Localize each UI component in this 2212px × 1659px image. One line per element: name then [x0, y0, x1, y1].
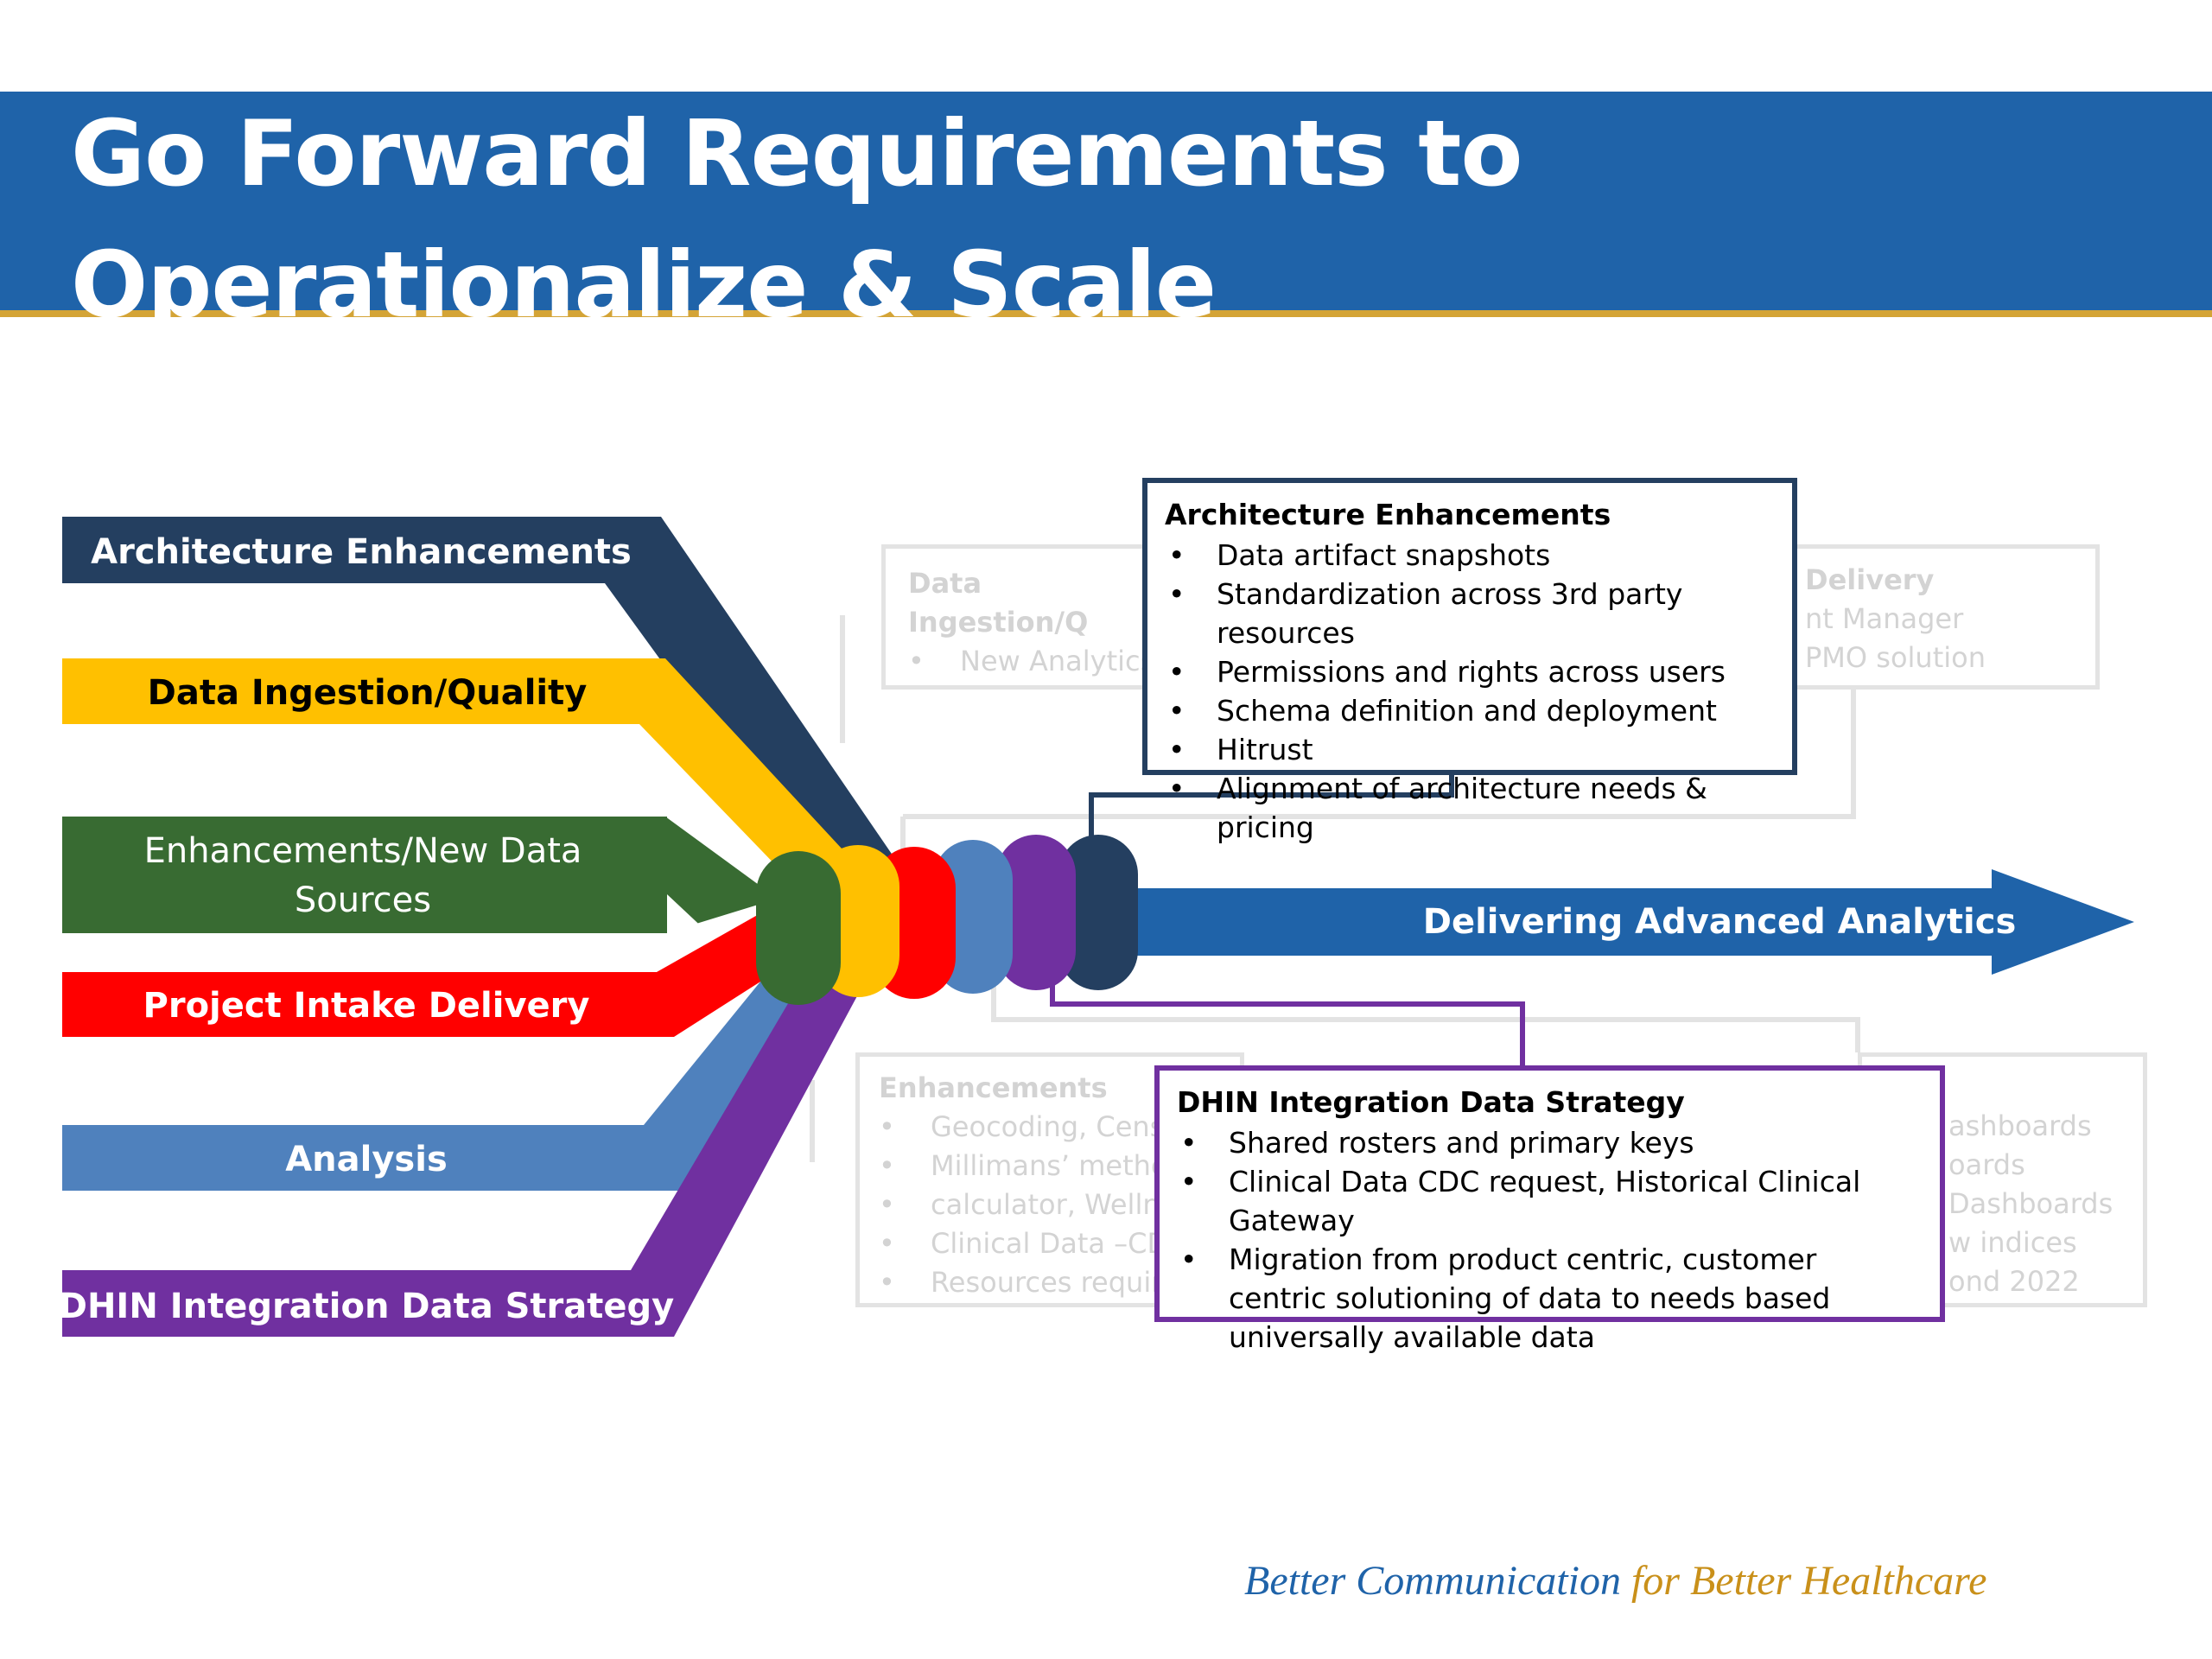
ghost-box-data-ingestion: Data Ingestion/Q New Analytics Enhanced … [881, 544, 1166, 690]
ghost-heading: Delivery [1805, 563, 1935, 596]
braid-capsule-dhin [996, 835, 1076, 990]
stream-label-analysis: Analysis [285, 1140, 448, 1179]
ghost-connector [991, 959, 1860, 1052]
ghost-item: Clinical Data –CD [879, 1224, 1240, 1263]
callout-item: Permissions and rights across users [1165, 652, 1792, 691]
ghost-heading: Enhancements [879, 1071, 1108, 1104]
callout-item: Migration from product centric, customer… [1177, 1240, 1940, 1357]
ghost-line: nt Manager [1805, 602, 1964, 635]
ghost-item: Enhanced Aut [908, 681, 1162, 685]
callout-dhin-integration: DHIN Integration Data Strategy Shared ro… [1154, 1065, 1945, 1354]
tagline-part1: Better Communication [1244, 1558, 1621, 1604]
ribbon-architecture [62, 517, 899, 899]
ghost-line: ond 2022 [1948, 1265, 2080, 1298]
ghost-line: Dashboards [1948, 1187, 2113, 1220]
ribbon-enhancements-notch [667, 894, 709, 933]
callout-connector-dhin [1050, 968, 1525, 1068]
braid-capsule-enhancements [756, 851, 841, 1005]
ghost-line: PMO solution [1805, 641, 1986, 674]
page-title: Go Forward Requirements to Operationaliz… [71, 101, 1523, 338]
callout-item: Shared rosters and primary keys [1177, 1123, 1940, 1162]
ghost-item: New Analytics [908, 642, 1162, 681]
ghost-box-enhancements: Enhancements Geocoding, Cens Millimans’ … [855, 1052, 1244, 1307]
braid [756, 835, 1138, 1005]
ribbon-project-intake [62, 899, 830, 1037]
ghost-line: oards [1948, 1148, 2025, 1181]
callout-heading: DHIN Integration Data Strategy [1177, 1085, 1685, 1119]
stream-label-dhin: DHIN Integration Data Strategy [59, 1287, 674, 1326]
callout-item: Hitrust [1165, 730, 1792, 769]
ribbon-dhin [62, 933, 877, 1337]
stream-label-architecture: Architecture Enhancements [91, 532, 632, 572]
footer-tagline: Better Communication for Better Healthca… [1244, 1555, 2108, 1607]
ghost-line: w indices [1948, 1226, 2077, 1259]
callout-item: Clinical Data CDC request, Historical Cl… [1177, 1162, 1940, 1240]
braid-capsule-architecture [1058, 835, 1138, 990]
callout-item: Data artifact snapshots [1165, 536, 1792, 575]
ghost-heading: Data Ingestion/Q [908, 567, 1089, 639]
callout-architecture-enhancements: Architecture Enhancements Data artifact … [1142, 478, 1797, 844]
ghost-line: Millimans’ metho [931, 1149, 1168, 1182]
stream-label-data-ingestion: Data Ingestion/Quality [148, 673, 588, 713]
callout-item: Schema definition and deployment [1165, 691, 1792, 730]
stream-label-project-intake: Project Intake Delivery [143, 986, 590, 1026]
ghost-item: Geocoding, Cens [879, 1108, 1240, 1147]
callout-item: Alignment of architecture needs & pricin… [1165, 769, 1792, 847]
title-bar [0, 92, 2212, 317]
ghost-line: calculator, Welln [931, 1188, 1160, 1221]
ghost-item: Resources requir [879, 1263, 1240, 1302]
stream-label-enhancements-line1: Enhancements/New Data [144, 831, 582, 871]
ribbon-data-ingestion [62, 658, 864, 899]
ribbon-enhancements-body [62, 817, 667, 933]
tagline-part2: for Better Healthcare [1630, 1558, 1987, 1604]
main-arrow [1089, 869, 2134, 975]
ghost-line: ashboards [1948, 1109, 2092, 1142]
ribbon-analysis [62, 907, 873, 1191]
callout-item: Standardization across 3rd party resourc… [1165, 575, 1792, 652]
callout-heading: Architecture Enhancements [1165, 498, 1611, 531]
ghost-continuation: calculator, Welln [879, 1185, 1240, 1224]
stream-label-enhancements-line2: Sources [295, 880, 431, 920]
arrow-label: Delivering Advanced Analytics [1423, 902, 2017, 942]
ghost-continuation: Millimans’ metho [879, 1147, 1240, 1185]
